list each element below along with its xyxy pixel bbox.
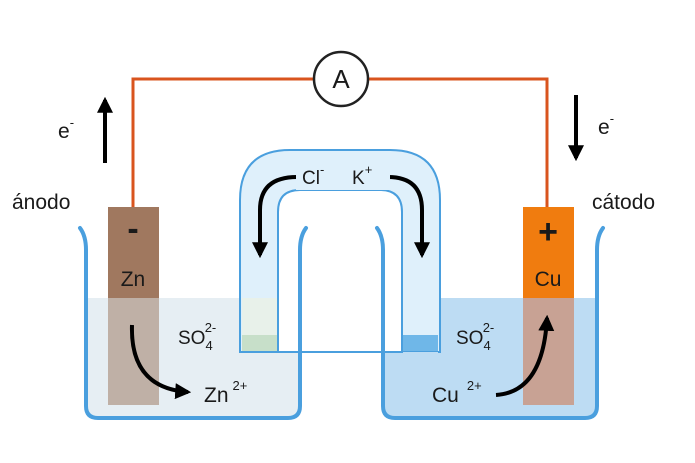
- sulfate-right-charge: 2-: [483, 320, 495, 335]
- svg-text:Cu2+: Cu 2+: [432, 378, 482, 407]
- copper-electrode: + Cu: [523, 207, 574, 405]
- electron-label-left: e: [58, 120, 70, 143]
- ammeter: A: [312, 50, 370, 108]
- anode-caption: ánodo: [12, 191, 70, 214]
- ammeter-circle: [312, 50, 370, 108]
- cathode-caption: cátodo: [592, 191, 655, 214]
- copper-ion-label: Cu: [432, 384, 459, 407]
- sulfate-left-label: SO: [178, 328, 205, 349]
- sulfate-left-charge: 2-: [205, 320, 217, 335]
- svg-text:K+: K+: [352, 162, 372, 189]
- salt-bridge: [239, 149, 441, 356]
- zinc-ion-arrow: [129, 324, 192, 400]
- sulfate-left-subscript: 4: [205, 338, 212, 353]
- copper-label: Cu: [535, 268, 562, 291]
- svg-text:e-: e-: [58, 115, 74, 143]
- right-beaker: [375, 226, 605, 420]
- anion-flow-arrow: [252, 175, 298, 259]
- salt-bridge-left-leg-fill: [242, 298, 277, 335]
- zinc-electrode-upper: [108, 207, 159, 298]
- right-solution-gap: [403, 352, 438, 356]
- electron-label-right: e: [598, 116, 610, 139]
- electron-flow-left: e-: [58, 96, 113, 163]
- anion-charge: -: [320, 162, 324, 177]
- zinc-electrode: - Zn: [108, 207, 159, 405]
- copper-electrode-upper: [523, 207, 574, 298]
- left-beaker: [78, 226, 308, 420]
- ammeter-label: A: [332, 64, 350, 94]
- anode-sign: -: [127, 210, 138, 248]
- sulfate-right-label: SO: [456, 328, 483, 349]
- salt-bridge-right-plug: [403, 335, 438, 351]
- cation-charge: +: [365, 162, 373, 177]
- svg-text:Zn2+: Zn 2+: [204, 378, 247, 407]
- sulfate-right-subscript: 4: [483, 338, 490, 353]
- cation-label: K: [352, 168, 365, 189]
- svg-text:SO42-: SO4 2-: [456, 320, 494, 353]
- cation-flow-arrow: [387, 175, 430, 259]
- anion-label: Cl: [302, 168, 320, 189]
- svg-text:e-: e-: [598, 111, 614, 139]
- copper-electrode-submerged: [523, 298, 574, 405]
- zinc-label: Zn: [121, 268, 146, 291]
- copper-ion-arrow: [495, 314, 555, 397]
- copper-ion-charge: 2+: [467, 378, 482, 393]
- zinc-ion-label: Zn: [204, 384, 229, 407]
- electron-charge-right: -: [610, 111, 614, 126]
- salt-bridge-left-plug: [242, 335, 277, 351]
- svg-text:Cl-: Cl-: [302, 162, 324, 189]
- electron-flow-right: e-: [568, 95, 614, 162]
- bridge-label-backdrop: [296, 160, 390, 190]
- zinc-ion-charge: 2+: [233, 378, 248, 393]
- cathode-sign: +: [538, 213, 558, 251]
- svg-text:SO42-: SO4 2-: [178, 320, 216, 353]
- electron-charge-left: -: [70, 115, 74, 130]
